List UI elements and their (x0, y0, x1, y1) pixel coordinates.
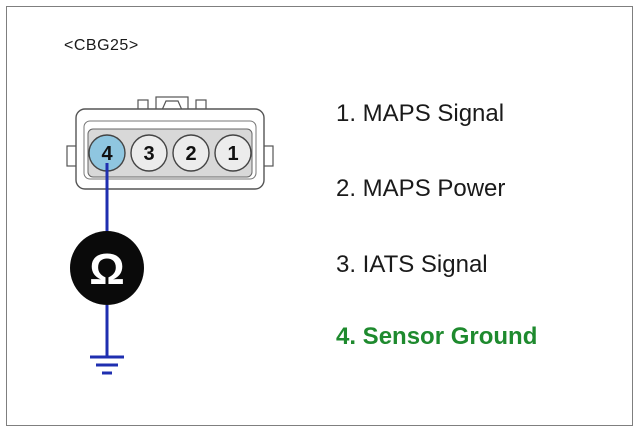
ohmmeter: Ω (70, 231, 144, 305)
connector-pin-number-2: 2 (185, 143, 196, 165)
connector-pin-1 (214, 134, 252, 172)
connector-pin-number-3: 3 (143, 143, 154, 165)
connector-latch (137, 96, 207, 113)
connector-housing (75, 108, 265, 190)
pin-label-4: 4. Sensor Ground (336, 323, 538, 350)
pin-label-3: 3. IATS Signal (336, 251, 488, 278)
connector-pin-3 (130, 134, 168, 172)
connector-pin-number-1: 1 (227, 143, 238, 165)
pin-label-2: 2. MAPS Power (336, 175, 506, 202)
ground-icon (90, 355, 124, 375)
ohm-symbol: Ω (89, 245, 124, 294)
connector-code: <CBG25> (64, 37, 139, 54)
connector-pins: 4 3 2 1 (88, 134, 252, 172)
connector-pin-2 (172, 134, 210, 172)
pin-label-1: 1. MAPS Signal (336, 100, 505, 127)
connector-pin-number-4: 4 (101, 143, 113, 165)
